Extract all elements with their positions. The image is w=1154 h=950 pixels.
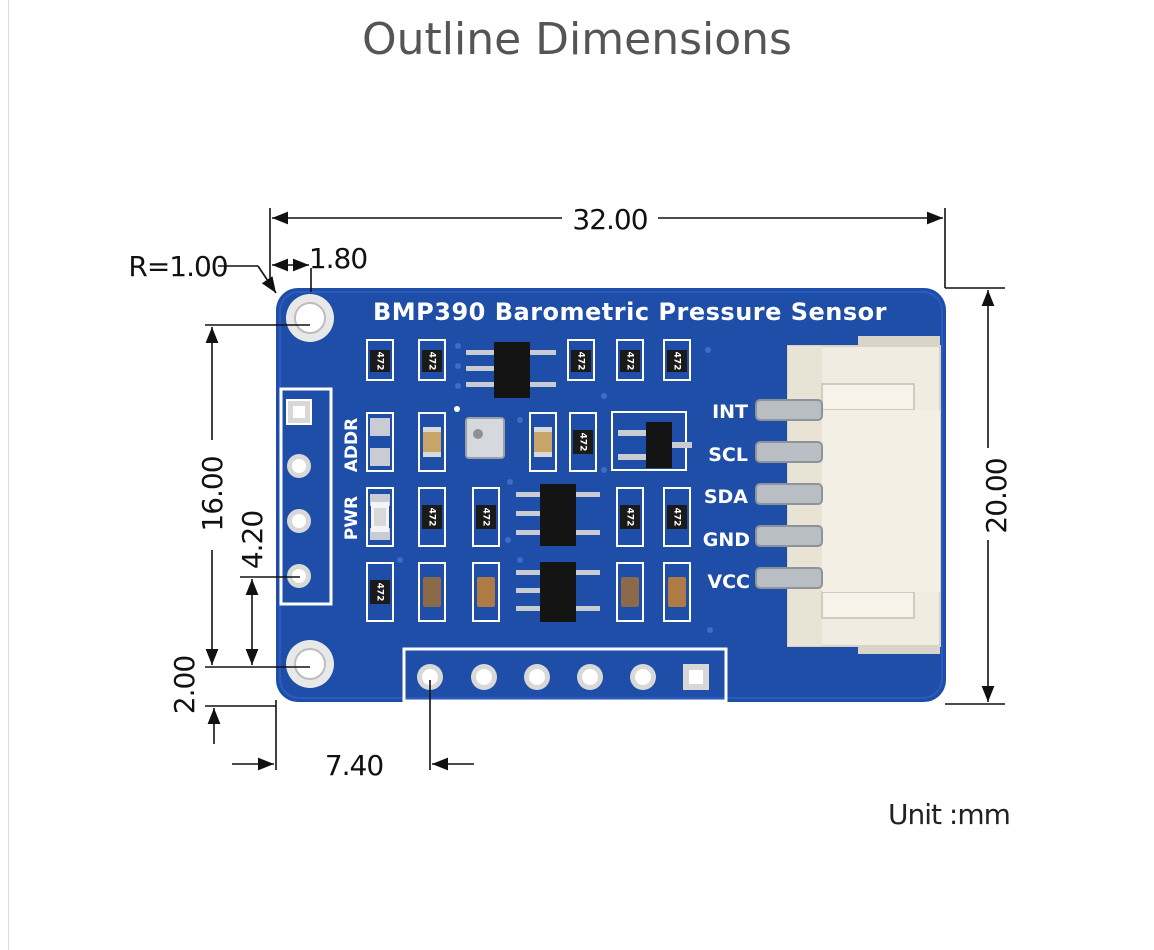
jst-connector [755,336,941,654]
resistors [370,350,687,604]
vias [397,343,713,633]
svg-text:472: 472 [375,352,385,371]
dim-height: 20.00 [980,458,1013,533]
pwr-led [371,502,389,532]
svg-text:472: 472 [578,433,588,452]
dim-hole-offset: 1.80 [309,242,367,275]
dim-header-offset-v: 4.20 [236,511,269,569]
resistor-codes: 472 472 472 472 472 472 472 472 472 472 … [375,352,682,602]
dim-corner-radius: R=1.00 [128,250,227,283]
board-name: BMP390 Barometric Pressure Sensor [373,298,887,326]
pin-label-sda: SDA [704,486,748,508]
pin-label-vcc: VCC [707,571,750,593]
mounting-hole-top [286,294,334,342]
dim-width: 32.00 [572,203,647,236]
left-header [279,387,333,606]
svg-text:472: 472 [625,508,635,527]
capacitors [423,427,686,607]
svg-text:472: 472 [672,352,682,371]
page-title: Outline Dimensions [362,14,792,65]
pin-label-scl: SCL [708,444,748,466]
ic-chips [454,342,692,622]
frame-border [8,0,9,950]
unit-label: Unit :mm [888,798,1011,831]
svg-text:472: 472 [427,352,437,371]
svg-text:472: 472 [375,583,385,602]
svg-text:472: 472 [481,508,491,527]
dim-bottom-offset: 2.00 [168,656,201,714]
dimension-lines [205,208,1005,771]
bottom-header [402,647,728,703]
pin-label-gnd: GND [703,529,750,551]
svg-text:472: 472 [576,352,586,371]
svg-text:472: 472 [625,352,635,371]
svg-text:472: 472 [427,508,437,527]
mounting-hole-bottom [286,640,334,688]
dim-hole-spacing: 16.00 [196,456,229,531]
addr-label: ADDR [342,418,362,472]
svg-text:472: 472 [672,508,682,527]
dim-header-offset-h: 7.40 [325,749,383,782]
pwr-label: PWR [342,496,362,540]
silkscreen-components [366,339,691,622]
pin-label-int: INT [712,401,748,423]
